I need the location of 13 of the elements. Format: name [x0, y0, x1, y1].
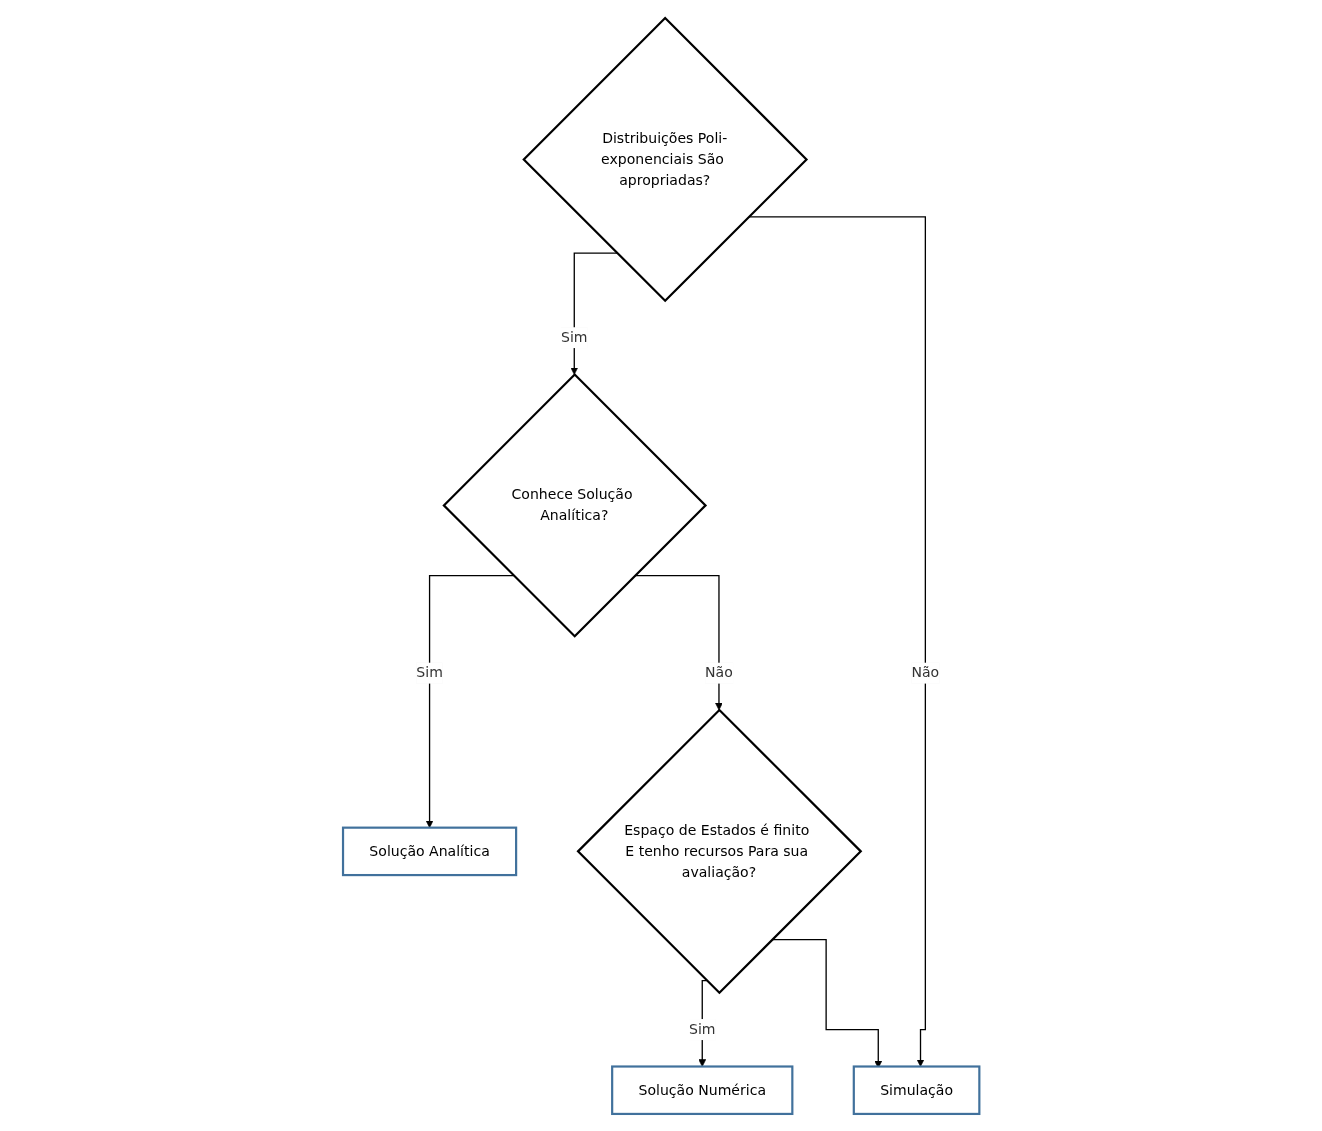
- edge-label: Sim: [688, 1020, 716, 1038]
- node-diamond: Distribuições Poli-exponenciais São apropriadas?: [522, 16, 808, 302]
- edge-label: Sim: [560, 328, 588, 346]
- edge-label: Sim: [416, 663, 443, 681]
- node-diamond: Espaço de Estados é finito E tenho recursos Para sua avaliação?: [576, 707, 863, 994]
- arrow: [634, 574, 723, 710]
- node-box: Simulação: [852, 1064, 981, 1115]
- node-box: Solução Analítica: [341, 826, 518, 876]
- edge-label: Não: [911, 663, 940, 681]
- node-diamond: Conhece Solução Analítica?: [442, 372, 707, 638]
- arrow: [425, 574, 515, 828]
- node-box: Solução Numérica: [610, 1064, 794, 1115]
- edge-label: Não: [704, 663, 733, 681]
